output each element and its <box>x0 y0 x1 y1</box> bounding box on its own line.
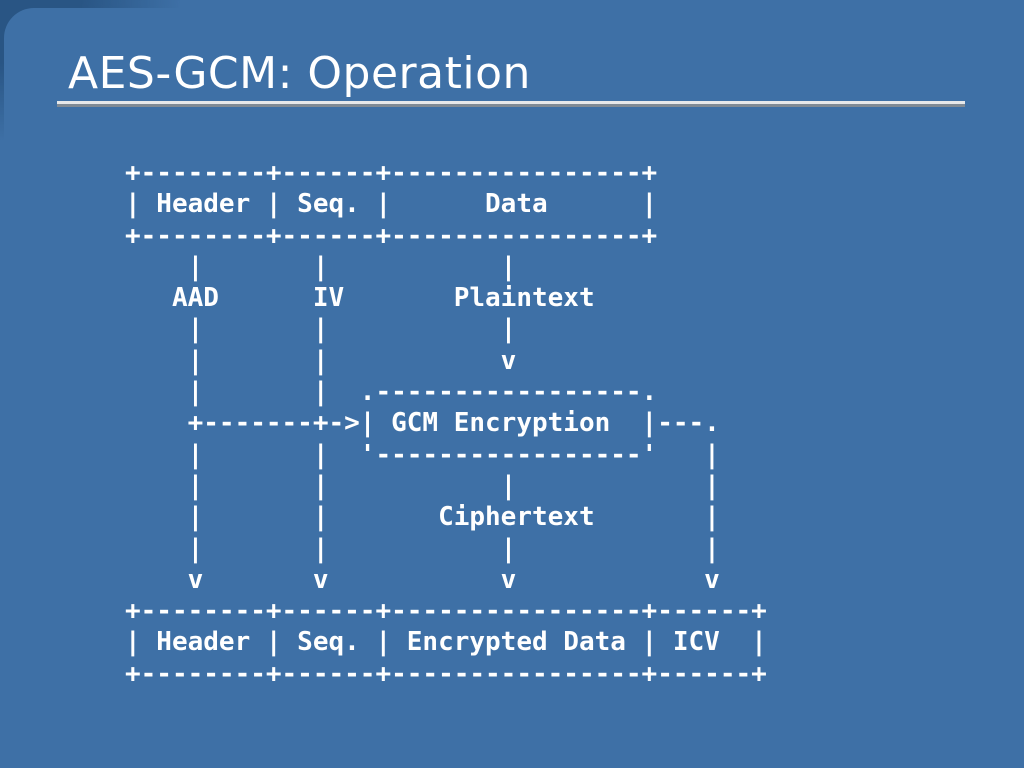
title-underline <box>57 101 965 107</box>
ascii-diagram: +--------+------+----------------+ | Hea… <box>125 158 767 689</box>
title-underline-highlight <box>57 101 965 104</box>
slide-surface <box>4 8 1024 768</box>
slide-title: AES-GCM: Operation <box>68 48 531 99</box>
title-underline-shadow <box>57 104 965 107</box>
